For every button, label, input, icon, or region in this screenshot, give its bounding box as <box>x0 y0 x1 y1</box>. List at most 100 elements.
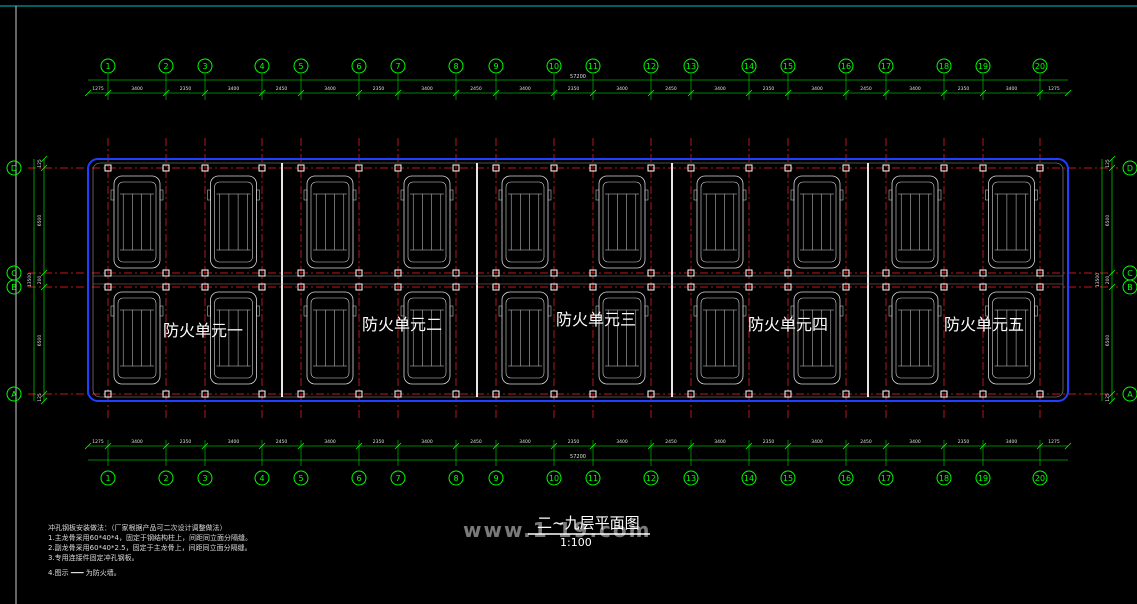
column-icon <box>784 390 792 398</box>
bottom-dim-label: 2350 <box>568 439 580 445</box>
car-mirror-right <box>256 305 260 317</box>
car-mirror-left <box>207 305 211 317</box>
column-icon <box>784 283 792 291</box>
grid-bubble-icon-right-A <box>1122 386 1137 402</box>
car-mirror-right <box>1034 189 1038 201</box>
grid-bubble-icon-bottom-4-text: 4 <box>259 474 264 483</box>
column-icon <box>162 283 170 291</box>
bottom-dim-label: 3400 <box>421 439 433 445</box>
column-icon <box>394 283 402 291</box>
bottom-dim-tick <box>1064 442 1072 450</box>
grid-bubble-icon-bottom-18 <box>936 470 952 486</box>
grid-bubble-icon-bottom-10-text: 10 <box>549 474 559 483</box>
car-window-lines <box>800 309 834 367</box>
bottom-overall-label: 57200 <box>570 454 586 460</box>
column-icon <box>452 390 460 398</box>
right-dim-label: 125 <box>1105 393 1111 402</box>
watermark-text: www.1 19.com <box>463 518 652 542</box>
grid-bubble-icon-top-10 <box>546 58 562 74</box>
top-dim-label: 2350 <box>763 86 775 92</box>
grid-bubble-icon-top-2 <box>158 58 174 74</box>
column-icon <box>104 390 112 398</box>
grid-bubble-icon-top-19 <box>975 58 991 74</box>
column-icon <box>258 269 266 277</box>
grid-bubble-icon-right-B-text: B <box>1127 283 1133 292</box>
grid-bubble-icon-top-14-text: 14 <box>744 62 754 71</box>
drawing-title: 二~九层平面图 <box>537 514 640 532</box>
car-mirror-right <box>742 189 747 201</box>
car-window-lines <box>703 309 737 367</box>
column-icon <box>258 164 266 172</box>
column-icon <box>394 269 402 277</box>
column-icon <box>1036 283 1044 291</box>
car-mirror-right <box>449 189 454 201</box>
grid-bubble-icon-bottom-8-text: 8 <box>453 474 458 483</box>
grid-bubble-icon-bottom-16-text: 16 <box>841 474 851 483</box>
grid-bubble-icon-top-12-text: 12 <box>646 62 656 71</box>
grid-bubble-icon-top-5-text: 5 <box>298 62 303 71</box>
left-dim-tick <box>40 164 48 172</box>
column-icon <box>297 164 305 172</box>
column-icon <box>940 283 948 291</box>
grid-bubble-icon-top-3 <box>197 58 213 74</box>
column-icon <box>355 164 363 172</box>
car-plan-icon-top-8 <box>790 175 844 269</box>
grid-bubble-icon-top-18-text: 18 <box>939 62 949 71</box>
grid-bubble-icon-left-C-text: C <box>11 269 17 278</box>
right-dim-tick <box>1108 164 1116 172</box>
column-icon <box>201 269 209 277</box>
left-dim-tick <box>40 283 48 291</box>
bottom-dim-label: 2350 <box>180 439 192 445</box>
top-dim-label: 2450 <box>860 86 872 92</box>
column-icon <box>1036 390 1044 398</box>
top-dim-label: 3400 <box>324 86 336 92</box>
car-inner <box>407 297 447 379</box>
car-body <box>598 175 646 269</box>
car-inner <box>214 181 253 263</box>
car-mirror-left <box>400 189 405 201</box>
car-mirror-left <box>790 305 795 317</box>
title-block: www.1 19.com 二~九层平面图 1:100 <box>463 514 652 549</box>
car-plan-icon-bottom-4 <box>400 291 454 385</box>
grid-bubble-icon-top-12 <box>643 58 659 74</box>
top-dim-label: 2450 <box>276 86 288 92</box>
grid-bubble-icon-top-11-text: 11 <box>588 62 598 71</box>
column-icon <box>687 269 695 277</box>
grid-bubble-icon-right-B <box>1122 279 1137 295</box>
left-dim-total-label: 13500 <box>27 273 33 287</box>
fire-unit-label-4: 防火单元四 <box>748 315 828 334</box>
column-icon <box>979 164 987 172</box>
grid-bubble-icon-bottom-5 <box>293 470 309 486</box>
grid-bubble-icon-bottom-19-text: 19 <box>978 474 988 483</box>
grid-bubble-icon-bottom-5-text: 5 <box>298 474 303 483</box>
column-icon <box>201 164 209 172</box>
grid-bubble-icon-top-18 <box>936 58 952 74</box>
grid-bubble-icon-left-B <box>6 279 22 295</box>
car-window-lines <box>120 309 154 367</box>
column-icon <box>355 283 363 291</box>
right-dim-tick <box>1108 283 1116 291</box>
grid-bubble-icon-left-D-text: D <box>11 164 17 173</box>
car-inner <box>310 297 350 379</box>
car-plan-icon-bottom-10 <box>985 291 1038 385</box>
car-inner <box>117 297 157 379</box>
car-inner <box>700 297 740 379</box>
top-dim-label: 2350 <box>373 86 385 92</box>
bottom-dim-label: 2350 <box>373 439 385 445</box>
car-inner <box>117 181 157 263</box>
column-icon <box>647 164 655 172</box>
car-window-lines <box>313 193 347 251</box>
column-icon <box>647 269 655 277</box>
grid-bubble-icon-right-C-text: C <box>1127 269 1133 278</box>
column-icon <box>550 269 558 277</box>
column-icon <box>258 390 266 398</box>
car-plan-icon-top-7 <box>693 175 747 269</box>
fire-unit-label-2: 防火单元二 <box>362 315 442 334</box>
car-inner <box>992 181 1031 263</box>
car-body <box>696 291 744 385</box>
left-dim-tick <box>40 390 48 398</box>
bottom-dim-tick <box>84 442 92 450</box>
column-icon <box>842 283 850 291</box>
column-icon <box>1036 269 1044 277</box>
grid-bubble-icon-top-2-text: 2 <box>163 62 168 71</box>
